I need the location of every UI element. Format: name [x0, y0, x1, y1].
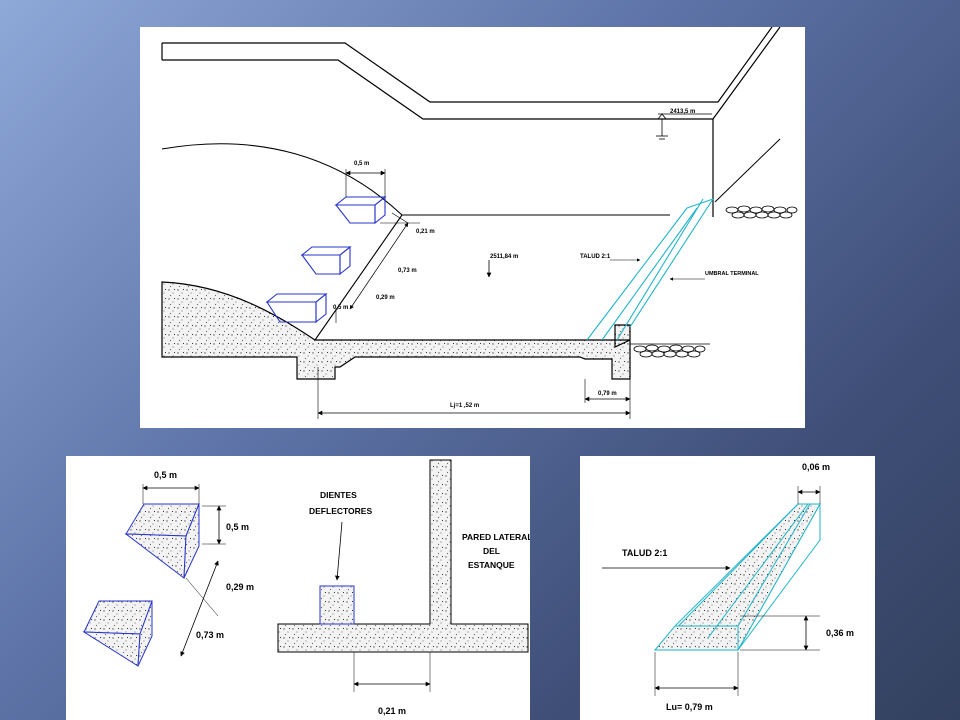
dim-height: 0,36 m [826, 628, 854, 638]
deflector-block-1 [334, 195, 387, 225]
dim-block-width: 0,5 m [354, 161, 369, 167]
umbral-prism [653, 503, 821, 652]
water-surface-curve [161, 143, 670, 216]
dientes-label-2: DEFLECTORES [309, 506, 372, 516]
main-section-panel: 2413,5 m 0,5 m [140, 27, 805, 428]
deflector-block-lower [82, 600, 153, 667]
level-top-label: 2413,5 m [670, 109, 695, 115]
basin-concrete [161, 281, 631, 380]
deflector-detail-drawing: 0,5 m 0,5 m 0,29 m 0,73 m DIENTES DEFLEC… [82, 459, 530, 716]
rubble-top-right [725, 205, 798, 219]
upper-channel-wall-bottom [162, 27, 781, 120]
talud-label: TALUD 2:1 [622, 548, 667, 558]
pared-label-2: DEL [483, 546, 500, 556]
basin-floor-section [277, 459, 529, 653]
dim-bottom: 0,21 m [378, 706, 406, 716]
dim-gap: 0,29 m [226, 582, 254, 592]
deflector-block-2 [300, 245, 352, 276]
dim-width: 0,5 m [154, 470, 177, 480]
deflector-tooth [319, 585, 355, 625]
dim-height: 0,5 m [226, 522, 249, 532]
dim-top: 0,06 m [802, 462, 830, 472]
chute-slope [314, 214, 403, 341]
deflector-block-3 [265, 292, 328, 324]
talud-label: TALUD 2:1 [580, 254, 611, 260]
length-label: Lj=1 ,52 m [450, 403, 479, 409]
umbral-terminal [586, 198, 714, 341]
dim-spacing-a: 0,21 m [416, 229, 435, 235]
dim-block-height: 0,5 m [333, 305, 348, 311]
end-label: 0,79 m [598, 391, 617, 397]
dim-length: 0,73 m [196, 630, 224, 640]
deflector-block-upper [124, 503, 200, 579]
umbral-detail-drawing: 0,06 m TALUD 2:1 0,36 m Lu= 0,79 m [602, 462, 854, 712]
level-marker-top [657, 113, 667, 120]
dientes-label-1: DIENTES [320, 490, 357, 500]
pared-label-1: PARED LATERAL [462, 532, 530, 542]
dim-spacing-b: 0,73 m [398, 268, 417, 274]
dim-length: Lu= 0,79 m [666, 702, 713, 712]
deflector-detail-panel: 0,5 m 0,5 m 0,29 m 0,73 m DIENTES DEFLEC… [66, 456, 530, 720]
main-section-drawing: 2413,5 m 0,5 m [161, 27, 798, 419]
umbral-detail-panel: 0,06 m TALUD 2:1 0,36 m Lu= 0,79 m [580, 456, 875, 720]
dim-spacing-c: 0,29 m [376, 295, 395, 301]
rubble-bottom-right [630, 343, 710, 358]
level-floor-label: 2511,84 m [490, 254, 518, 260]
umbral-label: UMBRAL TERMINAL [705, 271, 759, 277]
pared-label-3: ESTANQUE [468, 560, 515, 570]
upper-channel-wall-top [162, 27, 773, 103]
